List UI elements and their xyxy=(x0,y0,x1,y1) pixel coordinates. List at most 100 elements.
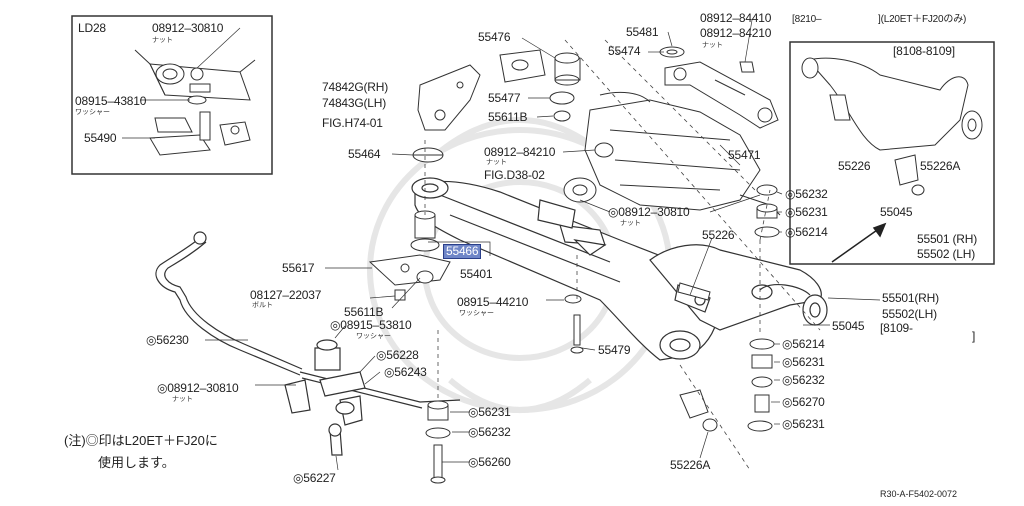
part-55502-lh: 55502(LH) xyxy=(882,307,937,321)
bracket-74842g-drawing xyxy=(417,64,481,131)
marker-icon: ◎ xyxy=(330,318,341,332)
part-56232-b-number: 56232 xyxy=(792,373,825,387)
part-08127-22037: 08127–22037 xyxy=(250,288,322,302)
part-08912-84210-top-sub: ナット xyxy=(702,42,723,49)
part-55501-rh: 55501(RH) xyxy=(882,291,939,305)
part-08127-22037-sub: ボルト xyxy=(252,302,273,309)
part-55476: 55476 xyxy=(478,30,511,44)
marker-icon: ◎ xyxy=(782,337,793,351)
part-08912-30810-low-sub: ナット xyxy=(172,396,193,403)
inset-8108-55502: 55502 (LH) xyxy=(917,247,976,261)
part-56214-a-number: 56214 xyxy=(795,225,828,239)
marker-icon: ◎ xyxy=(782,417,793,431)
marker-icon: ◎ xyxy=(785,187,796,201)
part-56231-a-number: 56231 xyxy=(795,205,828,219)
part-08912-84410: 08912–84410 xyxy=(700,11,772,25)
marker-icon: ◎ xyxy=(146,333,157,347)
part-55045: 55045 xyxy=(832,319,865,333)
upper-mounts-drawing xyxy=(499,46,755,122)
inset-8108-box xyxy=(789,41,995,265)
part-08915-53810: ◎08915–53810 xyxy=(330,319,412,332)
part-56232-b: ◎56232 xyxy=(782,374,825,387)
inset-8108-55226a: 55226A xyxy=(920,159,961,173)
part-56230-number: 56230 xyxy=(156,333,189,347)
part-55481: 55481 xyxy=(626,25,659,39)
marker-icon: ◎ xyxy=(384,365,395,379)
part-56231-d: ◎56231 xyxy=(468,406,511,419)
arrow-to-inset xyxy=(831,222,887,263)
part-56243: ◎56243 xyxy=(384,366,427,379)
part-55611b-top: 55611B xyxy=(488,110,528,124)
inset-8108-55226: 55226 xyxy=(838,159,871,173)
marker-icon: ◎ xyxy=(782,395,793,409)
marker-icon: ◎ xyxy=(785,205,796,219)
part-56227-number: 56227 xyxy=(303,471,336,485)
part-56232-a-number: 56232 xyxy=(795,187,828,201)
part-8109-range: [8109- xyxy=(880,321,913,335)
part-08912-30810-mid-sub: ナット xyxy=(620,220,641,227)
part-55401: 55401 xyxy=(460,267,493,281)
marker-icon: ◎ xyxy=(785,225,796,239)
part-56231-d-number: 56231 xyxy=(478,405,511,419)
part-55471: 55471 xyxy=(728,148,761,162)
part-55464: 55464 xyxy=(348,147,381,161)
part-56232-d: ◎56232 xyxy=(468,426,511,439)
part-08912-84210-top: 08912–84210 xyxy=(700,26,772,40)
part-08912-84410-note2: ](L20ET＋FJ20のみ) xyxy=(878,14,967,25)
part-55477: 55477 xyxy=(488,91,521,105)
part-08912-84210-mid: 08912–84210 xyxy=(484,145,556,159)
part-56260-number: 56260 xyxy=(478,455,511,469)
part-56243-number: 56243 xyxy=(394,365,427,379)
part-74843g: 74843G(LH) xyxy=(322,96,387,110)
differential-drawing xyxy=(563,91,781,216)
inset-8108-55045: 55045 xyxy=(880,205,913,219)
ld28-inset-drawing xyxy=(134,49,256,156)
ld28-nut-label: 08912–30810 xyxy=(152,21,224,35)
part-08915-44210: 08915–44210 xyxy=(457,295,529,309)
marker-icon: ◎ xyxy=(468,405,479,419)
part-56260: ◎56260 xyxy=(468,456,511,469)
part-56214-b-number: 56214 xyxy=(792,337,825,351)
marker-icon: ◎ xyxy=(782,373,793,387)
lower-arm-drawing xyxy=(649,244,828,331)
part-56270: ◎56270 xyxy=(782,396,825,409)
ld28-nut-sub: ナット xyxy=(152,37,173,44)
marker-icon: ◎ xyxy=(468,425,479,439)
usage-note-line2: 使用します。 xyxy=(98,455,175,470)
part-55617: 55617 xyxy=(282,261,315,275)
ld28-mount-label: 55490 xyxy=(84,131,117,145)
part-08912-30810-mid-number: 08912–30810 xyxy=(618,205,690,219)
part-08915-53810-number: 08915–53810 xyxy=(340,318,412,332)
crossmember-drawing xyxy=(411,177,719,361)
part-56228-number: 56228 xyxy=(386,348,419,362)
right-bushing-stack-drawing xyxy=(747,184,780,432)
part-56231-a: ◎56231 xyxy=(785,206,828,219)
part-55611b: 55611B xyxy=(344,305,384,319)
part-08915-44210-sub: ワッシャー xyxy=(459,310,494,317)
marker-icon: ◎ xyxy=(782,355,793,369)
part-08912-84210-mid-sub: ナット xyxy=(486,159,507,166)
part-74842g: 74842G(RH) xyxy=(322,80,389,94)
inset-8108-title: [8108-8109] xyxy=(893,44,955,58)
part-56231-c-number: 56231 xyxy=(792,417,825,431)
inset-8108-55501: 55501 (RH) xyxy=(917,232,978,246)
ld28-inset-title: LD28 xyxy=(78,21,106,35)
part-55474: 55474 xyxy=(608,44,641,58)
part-08912-84410-note: [8210– xyxy=(792,14,822,25)
dashed-guides xyxy=(424,39,821,471)
part-08912-30810-low: ◎08912–30810 xyxy=(157,382,239,395)
part-08915-53810-sub: ワッシャー xyxy=(356,333,391,340)
part-56232-a: ◎56232 xyxy=(785,188,828,201)
part-56232-d-number: 56232 xyxy=(478,425,511,439)
part-56214-b: ◎56214 xyxy=(782,338,825,351)
inset-8108-drawing xyxy=(801,57,983,196)
ld28-washer-label: 08915–43810 xyxy=(75,94,147,108)
part-56230: ◎56230 xyxy=(146,334,189,347)
usage-note-line1: (注)◎印はL20ET＋FJ20に xyxy=(64,433,218,448)
bushing-55045-drawing xyxy=(677,282,718,432)
part-55226: 55226 xyxy=(702,228,735,242)
part-55466-highlighted[interactable]: 55466 xyxy=(443,244,482,259)
part-56231-b: ◎56231 xyxy=(782,356,825,369)
